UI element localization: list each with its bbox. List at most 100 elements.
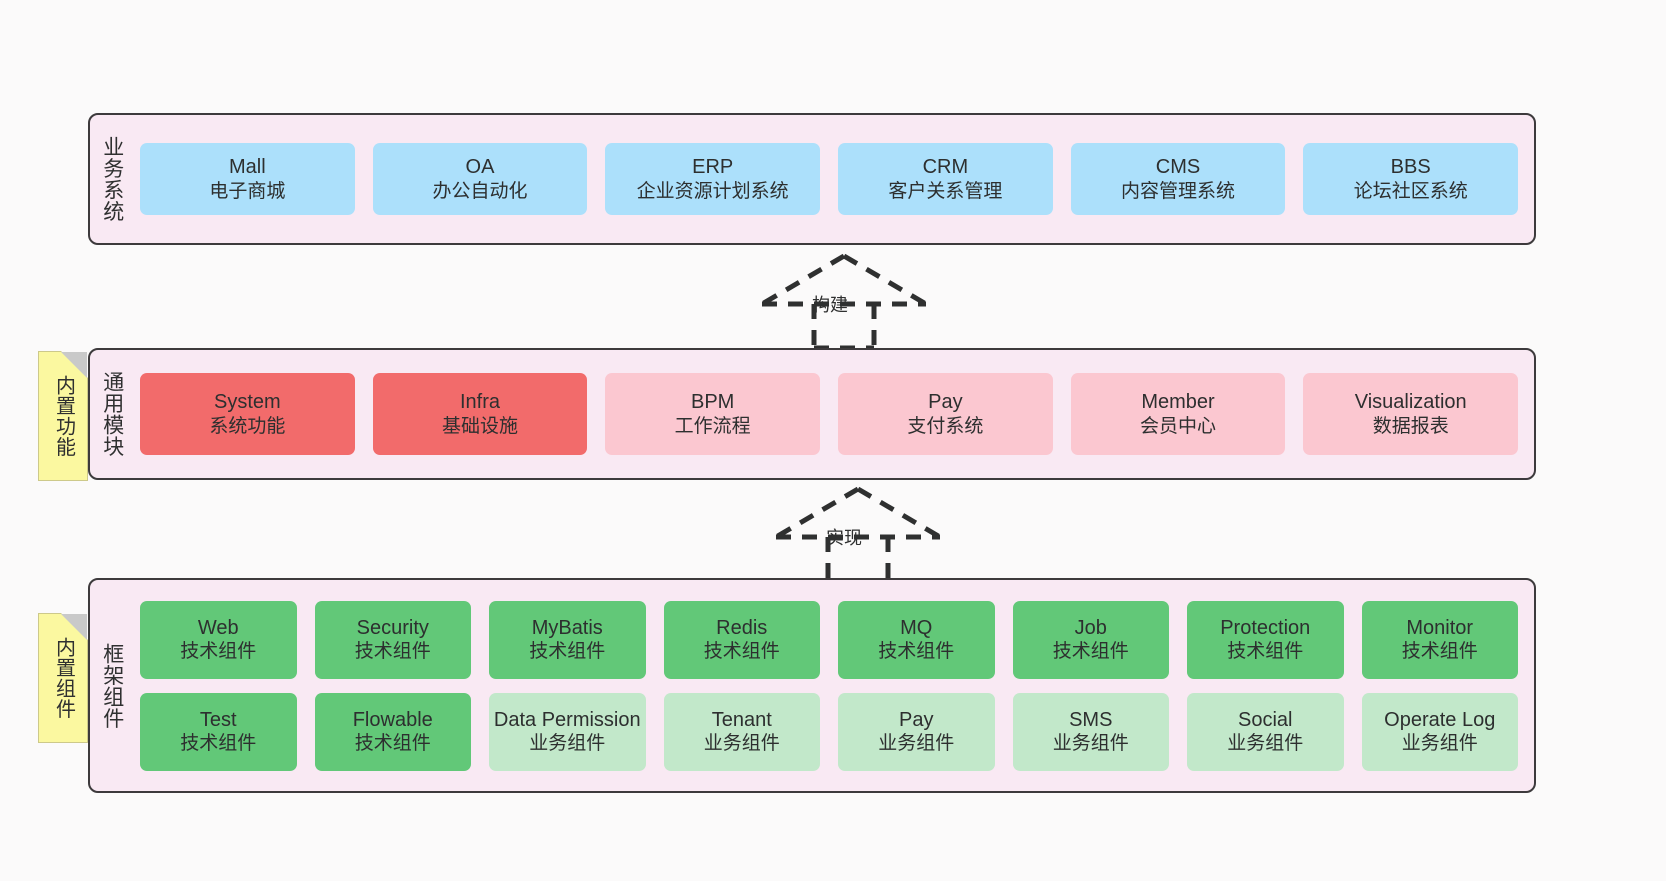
node-security-en: Security [356,616,429,639]
note-builtin-components: 内置组件 [38,613,88,743]
node-mall[interactable]: Mall 电子商城 [140,143,355,215]
band-framework-components-body: Web 技术组件 Security 技术组件 MyBatis 技术组件 Redi… [134,580,1534,791]
node-protection-cn: 技术组件 [1227,641,1304,663]
node-operate-log[interactable]: Operate Log 业务组件 [1361,692,1518,771]
node-social-en: Social [1238,708,1293,731]
node-crm-cn: 客户关系管理 [888,180,1003,202]
node-visualization[interactable]: Visualization 数据报表 [1303,373,1519,455]
node-member[interactable]: Member 会员中心 [1070,373,1286,455]
connector-implement-label: 实现 [826,528,862,548]
band-business-systems-title: 业务系统 [100,136,124,222]
node-bpm-cn: 工作流程 [674,415,751,437]
node-member-cn: 会员中心 [1140,415,1217,437]
node-monitor-cn: 技术组件 [1401,641,1478,663]
band-business-systems: 业务系统 Mall 电子商城 OA 办公自动化 ERP 企业资源计划系统 CRM… [88,113,1536,245]
node-security-cn: 技术组件 [354,641,431,663]
node-operate-log-en: Operate Log [1384,708,1496,731]
node-bpm[interactable]: BPM 工作流程 [605,373,821,455]
node-job[interactable]: Job 技术组件 [1012,600,1169,679]
band-common-modules-body: System 系统功能 Infra 基础设施 BPM 工作流程 Pay 支付系统… [134,350,1534,478]
connector-implement-arrow [774,486,942,583]
node-visualization-en: Visualization [1354,391,1467,414]
node-infra-en: Infra [459,391,501,414]
node-infra[interactable]: Infra 基础设施 [372,373,588,455]
connector-build-label: 构建 [812,295,848,315]
common-modules-row: System 系统功能 Infra 基础设施 BPM 工作流程 Pay 支付系统… [140,373,1519,455]
framework-tech-row: Web 技术组件 Security 技术组件 MyBatis 技术组件 Redi… [140,600,1518,679]
node-pay-module-en: Pay [928,391,963,414]
band-framework-components: 框架组件 Web 技术组件 Security 技术组件 MyBatis 技术组件… [88,578,1536,793]
node-cms[interactable]: CMS 内容管理系统 [1070,143,1286,215]
node-test[interactable]: Test 技术组件 [140,692,297,771]
node-sms-cn: 业务组件 [1052,733,1129,755]
node-sms[interactable]: SMS 业务组件 [1012,692,1169,771]
node-redis[interactable]: Redis 技术组件 [663,600,820,679]
node-pay-component[interactable]: Pay 业务组件 [838,692,995,771]
band-common-modules: 通用模块 System 系统功能 Infra 基础设施 BPM 工作流程 Pay… [88,348,1536,480]
node-bbs[interactable]: BBS 论坛社区系统 [1303,143,1519,215]
node-test-en: Test [199,708,237,731]
node-redis-en: Redis [716,616,768,639]
node-security[interactable]: Security 技术组件 [314,600,471,679]
node-pay-module[interactable]: Pay 支付系统 [838,373,1053,455]
node-erp[interactable]: ERP 企业资源计划系统 [605,143,821,215]
band-framework-components-title: 框架组件 [100,642,124,729]
node-system-cn: 系统功能 [209,415,286,437]
node-member-en: Member [1141,391,1215,414]
node-pay-component-cn: 业务组件 [878,733,955,755]
node-flowable-cn: 技术组件 [354,733,431,755]
node-mybatis[interactable]: MyBatis 技术组件 [489,600,646,679]
node-crm-en: CRM [922,156,969,179]
node-sms-en: SMS [1069,708,1113,731]
node-redis-cn: 技术组件 [703,641,780,663]
node-mq-en: MQ [900,616,933,639]
node-oa[interactable]: OA 办公自动化 [372,143,588,215]
node-mq-cn: 技术组件 [878,641,955,663]
node-infra-cn: 基础设施 [442,415,519,437]
node-erp-en: ERP [692,156,734,179]
node-job-cn: 技术组件 [1052,641,1129,663]
node-system-en: System [213,391,281,414]
node-tenant-en: Tenant [711,708,772,731]
node-data-permission[interactable]: Data Permission 业务组件 [489,692,646,771]
node-data-permission-en: Data Permission [493,708,641,731]
node-test-cn: 技术组件 [180,733,257,755]
node-protection[interactable]: Protection 技术组件 [1187,600,1344,679]
node-mall-cn: 电子商城 [209,180,286,202]
node-cms-en: CMS [1155,156,1201,179]
node-system[interactable]: System 系统功能 [140,373,355,455]
note-builtin-features: 内置功能 [38,351,88,481]
node-data-permission-cn: 业务组件 [529,733,606,755]
node-bpm-en: BPM [691,391,735,414]
node-tenant[interactable]: Tenant 业务组件 [663,692,820,771]
node-mybatis-en: MyBatis [531,616,603,639]
node-protection-en: Protection [1220,616,1311,639]
node-monitor[interactable]: Monitor 技术组件 [1361,600,1518,679]
node-tenant-cn: 业务组件 [703,733,780,755]
node-operate-log-cn: 业务组件 [1401,733,1478,755]
node-bbs-en: BBS [1390,156,1431,179]
node-flowable-en: Flowable [352,708,433,731]
node-web[interactable]: Web 技术组件 [140,600,297,679]
node-social-cn: 业务组件 [1227,733,1304,755]
node-mall-en: Mall [229,156,266,179]
node-crm[interactable]: CRM 客户关系管理 [838,143,1053,215]
node-oa-cn: 办公自动化 [432,180,528,202]
node-cms-cn: 内容管理系统 [1121,180,1236,202]
node-bbs-cn: 论坛社区系统 [1353,180,1468,202]
node-erp-cn: 企业资源计划系统 [636,180,789,202]
node-monitor-en: Monitor [1406,616,1474,639]
business-systems-row: Mall 电子商城 OA 办公自动化 ERP 企业资源计划系统 CRM 客户关系… [140,143,1519,215]
node-job-en: Job [1074,616,1107,639]
node-oa-en: OA [465,156,495,179]
node-mq[interactable]: MQ 技术组件 [838,600,995,679]
node-web-en: Web [197,616,239,639]
node-pay-component-en: Pay [899,708,934,731]
node-pay-module-cn: 支付系统 [907,415,984,437]
band-business-systems-body: Mall 电子商城 OA 办公自动化 ERP 企业资源计划系统 CRM 客户关系… [134,115,1534,243]
node-social[interactable]: Social 业务组件 [1187,692,1344,771]
node-flowable[interactable]: Flowable 技术组件 [314,692,471,771]
node-mybatis-cn: 技术组件 [529,641,606,663]
node-web-cn: 技术组件 [180,641,257,663]
